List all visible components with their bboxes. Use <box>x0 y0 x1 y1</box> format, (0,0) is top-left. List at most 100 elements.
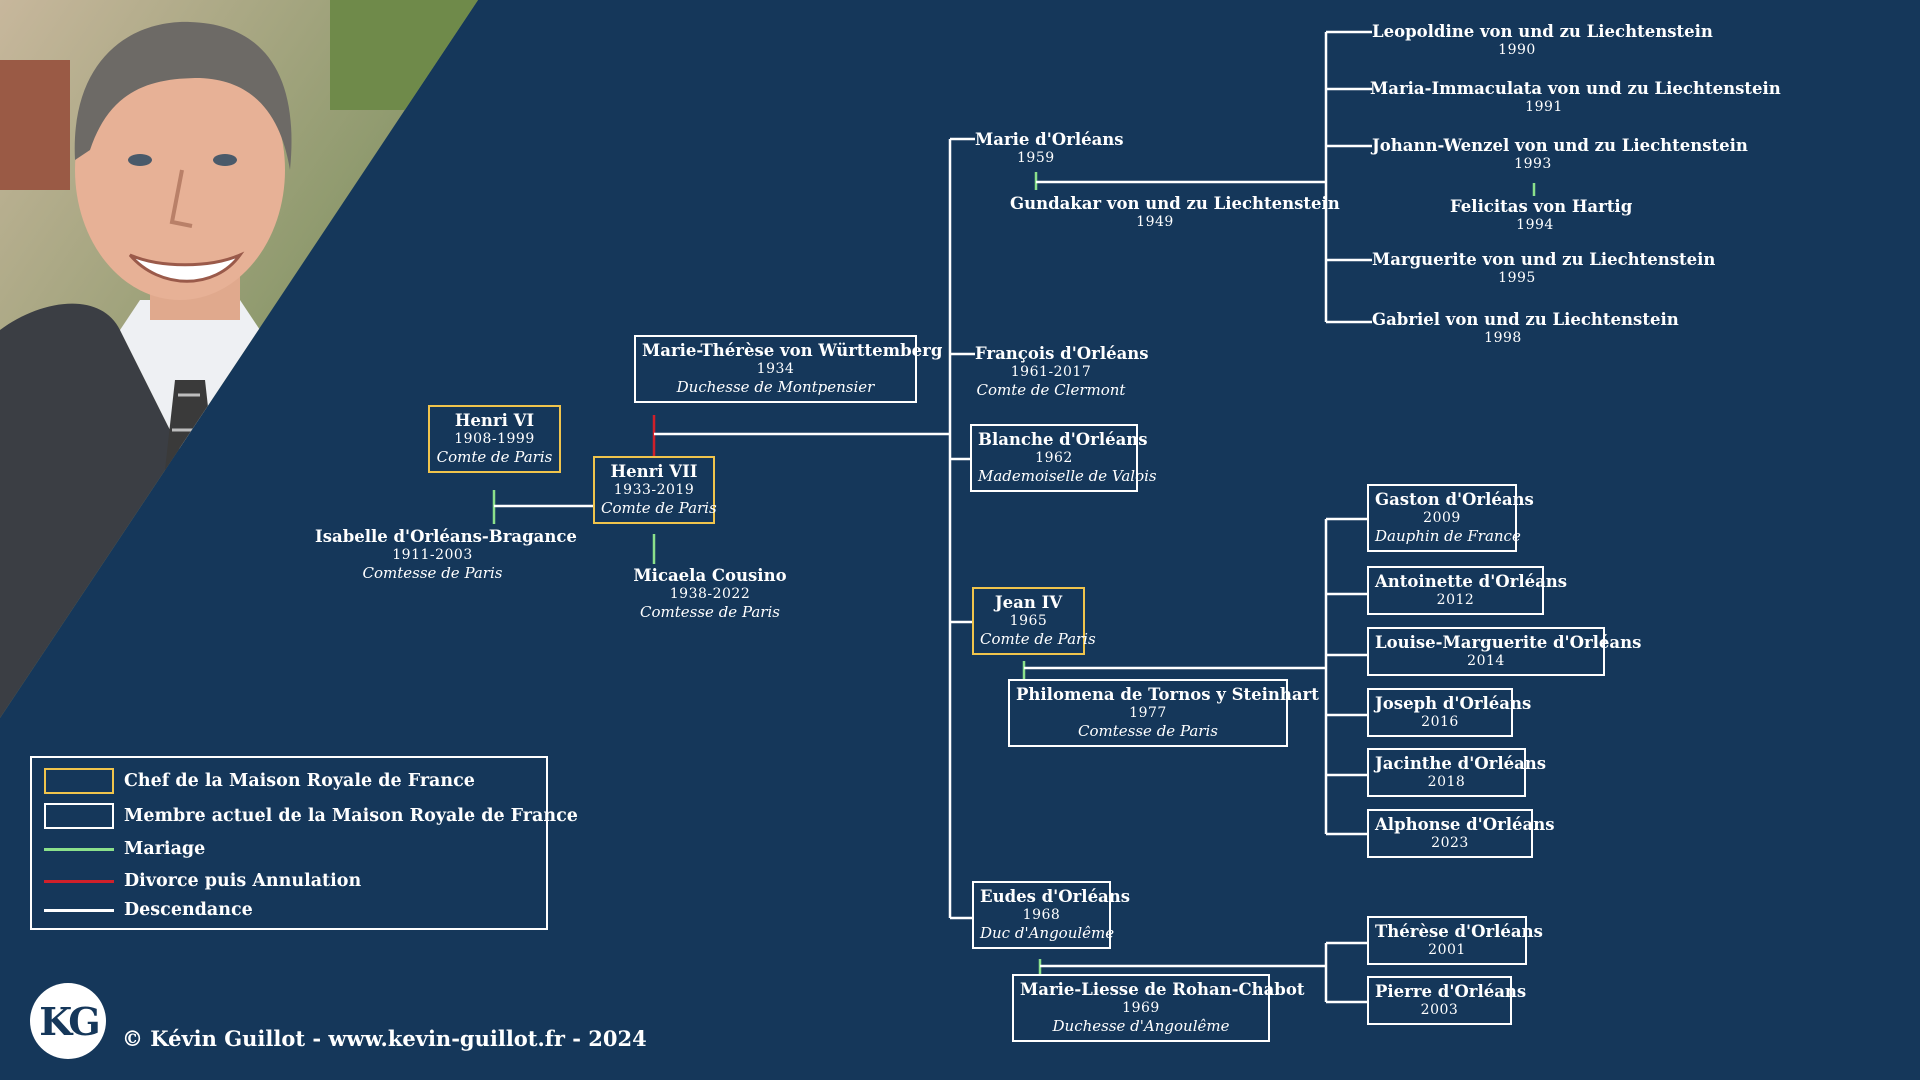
legend-label: Membre actuel de la Maison Royale de Fra… <box>124 806 578 826</box>
legend-label: Divorce puis Annulation <box>124 871 362 891</box>
person-years: 1933-2019 <box>613 482 695 499</box>
person-leopoldine: Leopoldine von und zu Liechtenstein 1990 <box>1372 22 1713 59</box>
person-years: 2016 <box>1421 714 1459 731</box>
person-title: Comte de Paris <box>601 499 717 518</box>
person-felicitas: Felicitas von Hartig 1994 <box>1450 197 1633 234</box>
person-title: Comtesse de Paris <box>362 564 503 583</box>
logo-text: KG <box>39 998 101 1044</box>
person-henri-vii: Henri VII 1933-2019 Comte de Paris <box>593 456 717 524</box>
person-name: Thérèse d'Orléans <box>1375 922 1543 941</box>
person-marie-liesse: Marie-Liesse de Rohan-Chabot 1969 Duches… <box>1012 974 1305 1042</box>
person-title: Mademoiselle de Valois <box>978 467 1157 486</box>
person-blanche: Blanche d'Orléans 1962 Mademoiselle de V… <box>970 424 1157 492</box>
person-title: Duchesse de Montpensier <box>676 378 875 397</box>
person-years: 1977 <box>1129 705 1167 722</box>
person-francois: François d'Orléans 1961-2017 Comte de Cl… <box>975 344 1149 400</box>
person-marie: Marie d'Orléans 1959 <box>975 130 1124 167</box>
person-title: Comte de Clermont <box>976 381 1126 400</box>
person-name: Eudes d'Orléans <box>980 887 1131 906</box>
person-years: 2003 <box>1420 1002 1459 1019</box>
person-name: Pierre d'Orléans <box>1375 982 1527 1001</box>
person-name: Maria-Immaculata von und zu Liechtenstei… <box>1370 79 1781 98</box>
legend-label: Descendance <box>124 900 253 920</box>
person-johann-wenzel: Johann-Wenzel von und zu Liechtenstein 1… <box>1372 136 1748 173</box>
person-gabriel: Gabriel von und zu Liechtenstein 1998 <box>1372 310 1679 347</box>
person-years: 1959 <box>1017 150 1055 167</box>
person-name: Micaela Cousino <box>633 566 787 585</box>
person-name: Johann-Wenzel von und zu Liechtenstein <box>1372 136 1748 155</box>
person-name: Marie d'Orléans <box>975 130 1124 149</box>
legend-item-chef: Chef de la Maison Royale de France <box>44 768 475 794</box>
author-logo: KG <box>30 983 106 1059</box>
person-name: Gabriel von und zu Liechtenstein <box>1372 310 1679 329</box>
person-years: 1991 <box>1525 99 1563 116</box>
person-micaela: Micaela Cousino 1938-2022 Comtesse de Pa… <box>630 566 790 622</box>
person-name: Philomena de Tornos y Steinhart <box>1016 685 1319 704</box>
person-alphonse: Alphonse d'Orléans 2023 <box>1367 809 1555 859</box>
person-title: Comtesse de Paris <box>640 603 780 622</box>
person-years: 1965 <box>1009 613 1048 630</box>
person-years: 1961-2017 <box>1010 364 1092 381</box>
person-name: Felicitas von Hartig <box>1450 197 1633 216</box>
person-jean-iv: Jean IV 1965 Comte de Paris <box>972 587 1096 655</box>
copyright-credit: © Kévin Guillot - www.kevin-guillot.fr -… <box>122 1026 647 1051</box>
person-years: 1968 <box>1022 907 1061 924</box>
legend-swatch-white-line <box>44 908 114 912</box>
portrait-photo <box>0 0 478 718</box>
person-years: 1969 <box>1122 1000 1160 1017</box>
legend-swatch-white-box <box>44 803 114 829</box>
person-title: Comtesse de Paris <box>1078 722 1218 741</box>
person-title: Duchesse d'Angoulême <box>1052 1017 1230 1036</box>
person-name: Marguerite von und zu Liechtenstein <box>1372 250 1716 269</box>
person-title: Duc d'Angoulême <box>980 924 1115 943</box>
person-henri-vi: Henri VI 1908-1999 Comte de Paris <box>428 405 561 473</box>
person-years: 1938-2022 <box>669 586 751 603</box>
person-name: Gaston d'Orléans <box>1375 490 1534 509</box>
person-marguerite: Marguerite von und zu Liechtenstein 1995 <box>1372 250 1716 287</box>
person-name: Jean IV <box>994 593 1063 612</box>
person-title: Comte de Paris <box>436 448 553 467</box>
person-maria-immaculata: Maria-Immaculata von und zu Liechtenstei… <box>1370 79 1781 116</box>
person-name: Henri VI <box>454 411 535 430</box>
person-title: Comte de Paris <box>980 630 1096 649</box>
person-years: 1994 <box>1516 217 1554 234</box>
person-name: Alphonse d'Orléans <box>1375 815 1555 834</box>
person-gaston: Gaston d'Orléans 2009 Dauphin de France <box>1367 484 1534 552</box>
person-isabelle: Isabelle d'Orléans-Bragance 1911-2003 Co… <box>315 527 577 583</box>
person-years: 1908-1999 <box>454 431 535 448</box>
person-therese: Thérèse d'Orléans 2001 <box>1367 916 1543 966</box>
person-eudes: Eudes d'Orléans 1968 Duc d'Angoulême <box>972 881 1131 949</box>
legend-swatch-red-line <box>44 879 114 883</box>
person-name: Antoinette d'Orléans <box>1375 572 1568 591</box>
legend-item-mariage: Mariage <box>44 839 205 859</box>
person-name: Jacinthe d'Orléans <box>1375 754 1547 773</box>
person-years: 1911-2003 <box>392 547 473 564</box>
legend-label: Chef de la Maison Royale de France <box>124 771 475 791</box>
person-joseph: Joseph d'Orléans 2016 <box>1367 688 1531 738</box>
person-years: 2023 <box>1431 835 1469 852</box>
person-title: Dauphin de France <box>1375 527 1521 546</box>
person-name: Marie-Liesse de Rohan-Chabot <box>1020 980 1305 999</box>
person-years: 1934 <box>756 361 795 378</box>
legend-swatch-green-line <box>44 847 114 851</box>
person-name: Marie-Thérèse von Württemberg <box>642 341 943 360</box>
legend-swatch-gold-box <box>44 768 114 794</box>
legend: Chef de la Maison Royale de France Membr… <box>30 756 578 930</box>
person-name: Blanche d'Orléans <box>978 430 1148 449</box>
person-name: Henri VII <box>610 462 698 481</box>
person-name: Isabelle d'Orléans-Bragance <box>315 527 577 546</box>
person-years: 1993 <box>1514 156 1552 173</box>
person-years: 2009 <box>1423 510 1461 527</box>
person-years: 2001 <box>1428 942 1466 959</box>
person-years: 1995 <box>1498 270 1536 287</box>
person-louise-marguerite: Louise-Marguerite d'Orléans 2014 <box>1367 627 1641 677</box>
person-philomena: Philomena de Tornos y Steinhart 1977 Com… <box>1008 679 1319 747</box>
person-years: 1962 <box>1035 450 1073 467</box>
person-years: 2018 <box>1427 774 1466 791</box>
legend-item-divorce: Divorce puis Annulation <box>44 871 361 891</box>
person-years: 1998 <box>1484 330 1522 347</box>
person-name: Gundakar von und zu Liechtenstein <box>1010 194 1340 213</box>
legend-item-descendance: Descendance <box>44 900 253 920</box>
